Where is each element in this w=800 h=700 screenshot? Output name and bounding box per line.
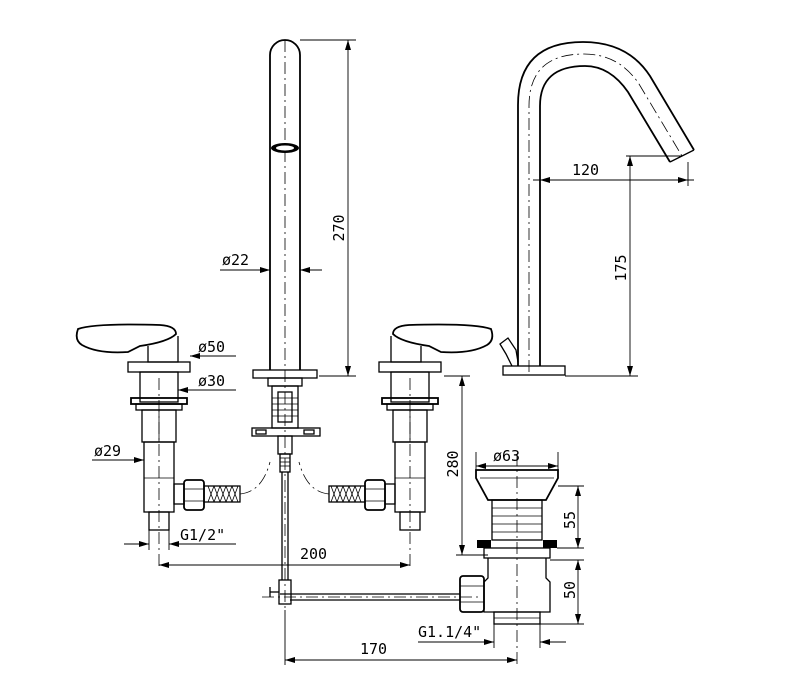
dimension-label-d50: ø50 — [198, 338, 225, 356]
dimension-label-d63: ø63 — [493, 447, 520, 465]
aerator-icon — [271, 143, 299, 153]
dimension-waste-bottom: 50 — [540, 559, 584, 625]
left-valve — [75, 323, 271, 570]
dimension-label-200: 200 — [300, 545, 327, 563]
dimension-label-g12: G1/2" — [180, 526, 225, 544]
dimension-label-d22: ø22 — [222, 251, 249, 269]
dimension-label-270: 270 — [330, 214, 348, 241]
dimension-install-depth: 280 — [444, 375, 488, 556]
spout-side-view — [499, 41, 695, 376]
dimension-outlet-height: 175 — [565, 155, 682, 377]
dimension-label-120: 120 — [572, 161, 599, 179]
dimension-label-d30: ø30 — [198, 372, 225, 390]
dimension-label-55: 55 — [561, 511, 579, 529]
right-valve — [298, 323, 494, 570]
dimension-waste-top: 55 — [557, 485, 584, 549]
center-spout — [251, 39, 321, 610]
dimension-handle-spacing: 200 — [159, 545, 410, 568]
dimension-label-280: 280 — [444, 450, 462, 477]
dimension-flange-diameter: ø50 — [190, 338, 236, 359]
dimension-label-175: 175 — [612, 254, 630, 281]
dimension-valve-diameter: ø29 — [92, 442, 144, 463]
dimension-label-170: 170 — [360, 640, 387, 658]
dimension-spout-reach: 120 — [533, 161, 694, 186]
dimension-label-d29: ø29 — [94, 442, 121, 460]
dimension-spout-diameter: ø22 — [220, 251, 322, 273]
dimension-label-50: 50 — [561, 581, 579, 599]
dimension-label-g114: G1.1/4" — [418, 623, 481, 641]
dimension-inlet-thread: G1/2" — [124, 526, 236, 550]
dimension-waste-thread: G1.1/4" — [418, 623, 566, 648]
dimension-waste-offset: 170 — [284, 610, 517, 665]
dimension-body-diameter: ø30 — [178, 372, 236, 393]
dimension-spout-height: 270 — [300, 39, 356, 377]
dimension-waste-diameter: ø63 — [475, 447, 559, 470]
pop-up-waste — [262, 454, 559, 665]
